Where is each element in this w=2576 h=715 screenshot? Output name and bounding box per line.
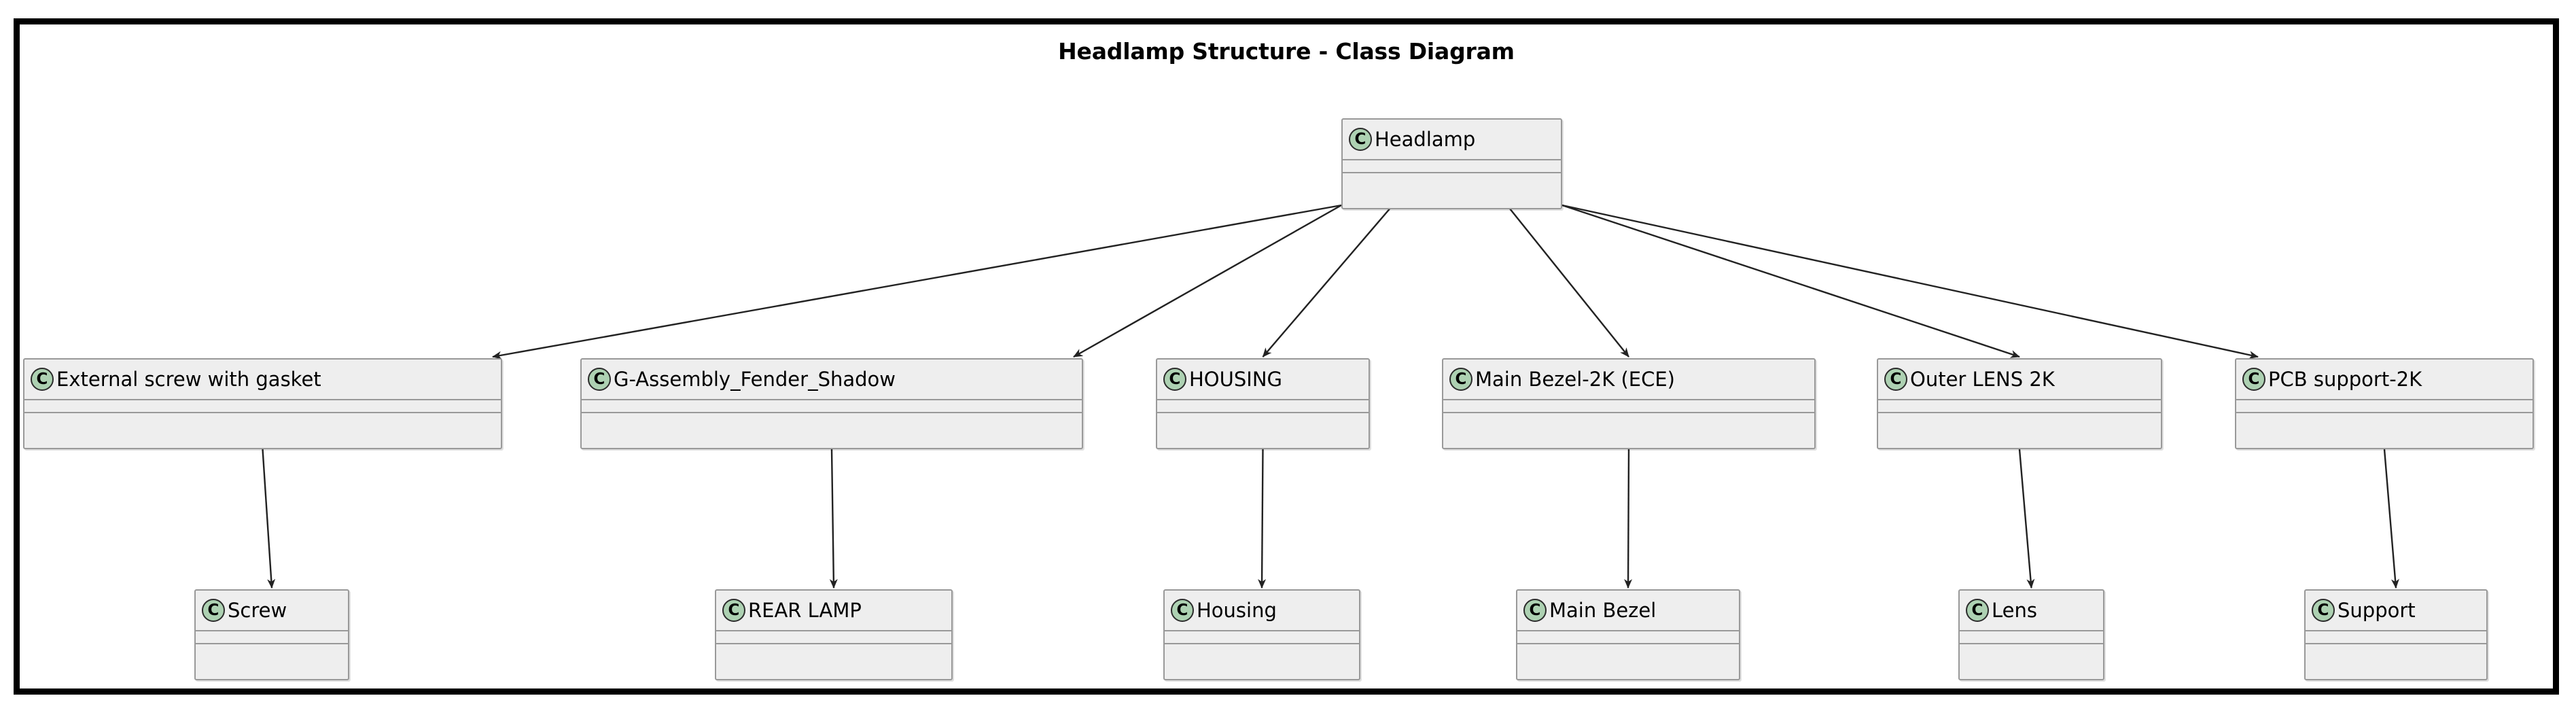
class-attributes-compartment (1165, 630, 1359, 643)
class-badge-icon: C (1163, 368, 1186, 391)
class-attributes-compartment (1343, 159, 1561, 172)
edge-headlamp-to-main-bezel-2k-ece (1506, 205, 1629, 358)
class-methods-compartment (1960, 643, 2103, 656)
class-attributes-compartment (1878, 399, 2161, 412)
class-attributes-compartment (716, 630, 951, 643)
edge-main-bezel-2k-ece-to-main-bezel (1624, 449, 1633, 589)
class-badge-icon: C (588, 368, 611, 391)
class-methods-compartment (2236, 412, 2533, 425)
edge-headlamp-to-outer-lens-2k (1562, 204, 2020, 358)
edge-housing-upper-to-housing-lower (1258, 449, 1267, 589)
class-name-label: Screw (228, 599, 287, 622)
class-badge-icon: C (1966, 599, 1989, 622)
class-badge-icon: C (1171, 599, 1194, 622)
class-badge-icon: C (1349, 128, 1372, 151)
class-attributes-compartment (1517, 630, 1739, 643)
edge-outer-lens-2k-to-lens (2018, 449, 2035, 589)
class-badge-icon: C (1449, 368, 1472, 391)
class-methods-compartment (1343, 172, 1561, 185)
edge-external-screw-with-gasket-to-screw (262, 449, 276, 589)
class-name-label: Outer LENS 2K (1910, 368, 2055, 391)
class-name-label: Headlamp (1375, 128, 1476, 151)
class-badge-icon: C (1523, 599, 1547, 622)
edge-headlamp-to-pcb-support-2k (1562, 204, 2259, 360)
class-methods-compartment (716, 643, 951, 656)
class-attributes-compartment (1443, 399, 1814, 412)
class-badge-icon: C (2242, 368, 2265, 391)
class-name-label: REAR LAMP (748, 599, 862, 622)
class-attributes-compartment (1157, 399, 1369, 412)
class-badge-icon: C (722, 599, 745, 622)
edge-g-assembly-fender-shadow-to-rear-lamp (829, 449, 838, 589)
class-name-label: PCB support-2K (2268, 368, 2422, 391)
class-attributes-compartment (2236, 399, 2533, 412)
class-methods-compartment (1443, 412, 1814, 425)
page-title: Headlamp Structure - Class Diagram (1058, 38, 1515, 65)
edge-headlamp-to-housing-upper (1262, 205, 1394, 358)
class-methods-compartment (1165, 643, 1359, 656)
class-badge-icon: C (202, 599, 225, 622)
class-attributes-compartment (196, 630, 348, 643)
class-attributes-compartment (2306, 630, 2486, 643)
class-methods-compartment (2306, 643, 2486, 656)
class-attributes-compartment (1960, 630, 2103, 643)
class-badge-icon: C (31, 368, 54, 391)
edge-pcb-support-2k-to-support (2383, 449, 2399, 589)
class-methods-compartment (582, 412, 1082, 425)
class-methods-compartment (1157, 412, 1369, 425)
class-name-label: Lens (1992, 599, 2037, 622)
class-methods-compartment (24, 412, 501, 425)
class-name-label: Support (2337, 599, 2416, 622)
class-name-label: External screw with gasket (56, 368, 321, 391)
class-attributes-compartment (582, 399, 1082, 412)
class-methods-compartment (196, 643, 348, 656)
class-name-label: Housing (1197, 599, 1277, 622)
class-name-label: Main Bezel (1549, 599, 1657, 622)
class-name-label: Main Bezel-2K (ECE) (1475, 368, 1675, 391)
class-name-label: G-Assembly_Fender_Shadow (614, 368, 896, 391)
class-name-label: HOUSING (1189, 368, 1282, 391)
edge-headlamp-to-external-screw-with-gasket (492, 204, 1342, 360)
class-attributes-compartment (24, 399, 501, 412)
class-methods-compartment (1517, 643, 1739, 656)
edge-headlamp-to-g-assembly-fender-shadow (1073, 204, 1342, 358)
class-badge-icon: C (1884, 368, 1907, 391)
class-methods-compartment (1878, 412, 2161, 425)
class-badge-icon: C (2312, 599, 2335, 622)
